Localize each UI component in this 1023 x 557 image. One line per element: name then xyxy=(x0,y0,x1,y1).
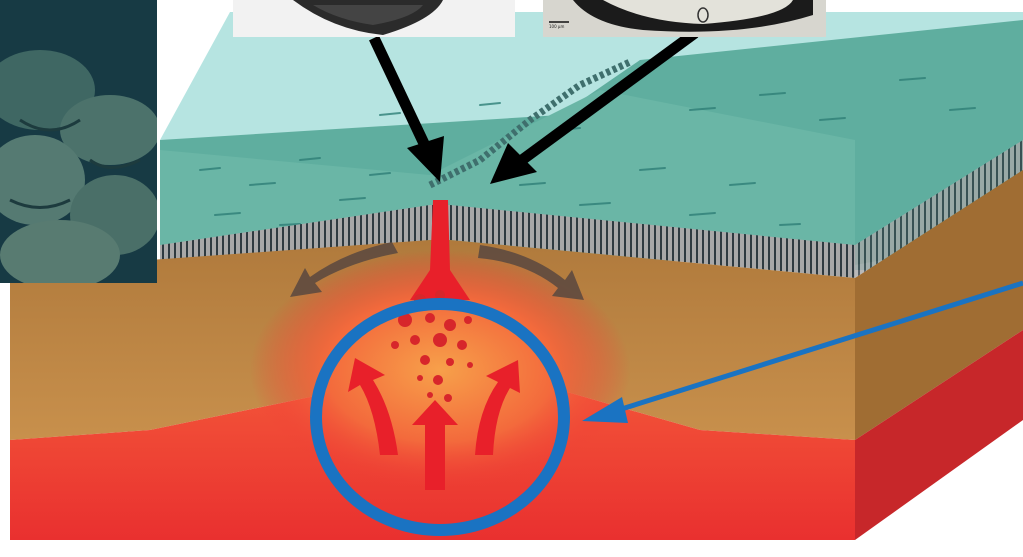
pillow-basalt-photo xyxy=(0,0,157,283)
micrograph-photo-inset: 100 µm xyxy=(543,0,826,37)
micrograph-photo xyxy=(543,0,826,37)
pillow-basalt-photo-inset xyxy=(0,0,157,283)
scale-bar-label: 100 µm xyxy=(549,24,564,29)
rock-sample-photo-inset xyxy=(233,0,515,37)
rock-sample-photo xyxy=(233,0,515,37)
